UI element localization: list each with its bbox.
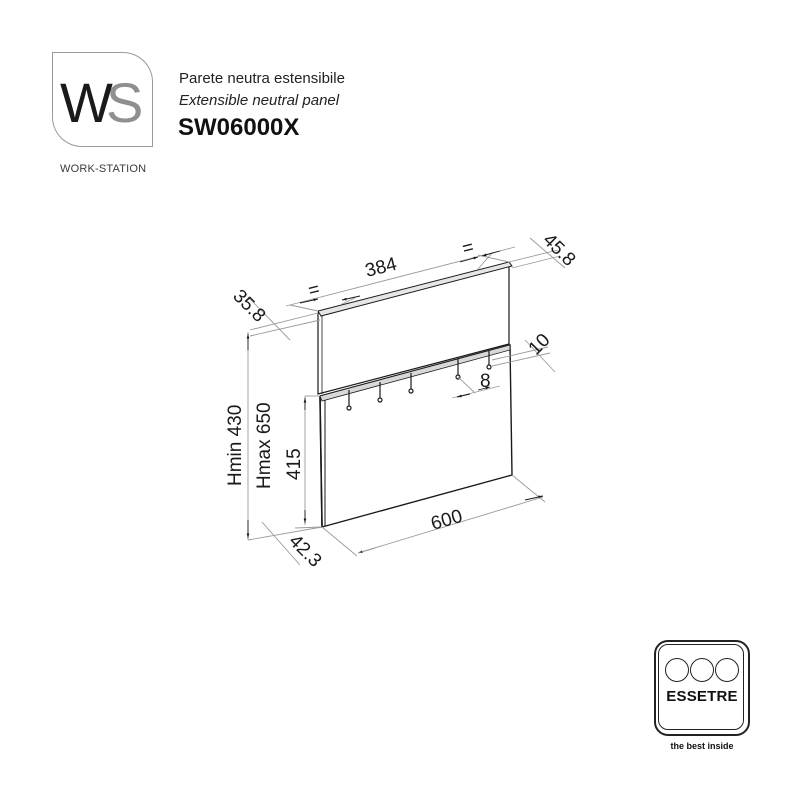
ws-logo: W S (52, 52, 156, 148)
logo-letter-s: S (106, 71, 144, 134)
lower-panel (319, 344, 513, 528)
dim-depth-top-left: 35.8 (228, 286, 269, 327)
dim-width-total: 600 (429, 506, 465, 535)
dim-hook-spacing: 8 (480, 371, 491, 392)
product-code: SW06000X (178, 114, 300, 141)
essetre-circles (665, 658, 739, 682)
hooks (346, 351, 492, 411)
dim-lower-height: 415 (284, 448, 305, 480)
essetre-logo: ESSETRE (654, 640, 750, 736)
dim-equal-left: = (306, 279, 322, 302)
circle-icon (665, 658, 689, 682)
essetre-tagline: the best inside (670, 741, 734, 751)
logo-frame (52, 52, 153, 147)
title-italian: Parete neutra estensibile (179, 70, 345, 87)
dim-hmax: Hmax 650 (254, 402, 275, 489)
logo-letter-w: W (60, 71, 113, 134)
logo-caption: WORK-STATION (60, 163, 147, 175)
dim-depth-bottom: 42.3 (284, 531, 325, 572)
dim-width-rail: 384 (363, 254, 399, 282)
upper-panel (317, 261, 513, 395)
essetre-outer-frame (654, 640, 750, 736)
title-english: Extensible neutral panel (179, 92, 340, 109)
dim-depth-top-right: 45.8 (538, 230, 579, 271)
logo-frame-bottom (52, 52, 153, 147)
circle-icon (715, 658, 739, 682)
dimension-lines (247, 237, 566, 566)
dim-hook-depth: 10 (525, 330, 555, 360)
dim-equal-right: = (460, 237, 476, 260)
dimension-arrows (246, 250, 544, 554)
dim-hmin: Hmin 430 (225, 405, 246, 486)
circle-icon (690, 658, 714, 682)
essetre-inner-frame (658, 644, 744, 730)
essetre-wordmark: ESSETRE (666, 688, 738, 705)
